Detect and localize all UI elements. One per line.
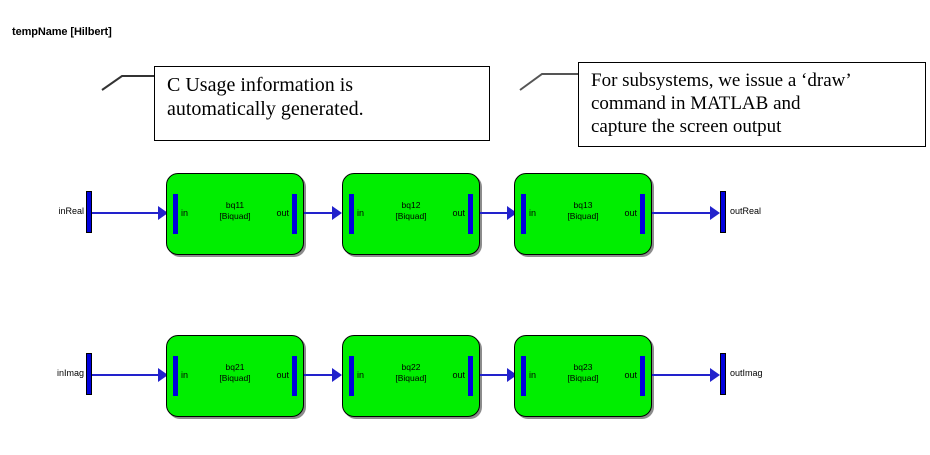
annotation-line: C Usage information is <box>167 74 354 96</box>
block-outport-label: out <box>276 208 289 218</box>
wire-arrowhead-icon <box>332 206 342 220</box>
output-port-label-outreal: outReal <box>730 206 762 216</box>
block-bq13[interactable]: in out bq13 [Biquad] <box>514 173 652 255</box>
input-port-inimag[interactable] <box>86 353 92 395</box>
block-label: bq22 [Biquad] <box>343 362 479 383</box>
block-outport-label: out <box>452 370 465 380</box>
block-outport-bar <box>640 194 645 234</box>
input-port-label-inreal: inReal <box>58 206 84 216</box>
block-inport-bar <box>521 194 526 234</box>
block-type: [Biquad] <box>395 372 427 383</box>
block-inport-bar <box>173 356 178 396</box>
block-inport-bar <box>349 194 354 234</box>
block-outport-bar <box>292 194 297 234</box>
block-inport-label: in <box>529 370 537 380</box>
annotation-line: command in MATLAB and <box>591 93 801 115</box>
block-inport-label: in <box>357 208 365 218</box>
signal-chain-imag: inImag in out bq21 [Biquad] in out bq22 … <box>0 330 930 440</box>
block-type: [Biquad] <box>395 210 427 221</box>
block-label: bq23 [Biquad] <box>515 362 651 383</box>
wire-segment <box>304 374 336 376</box>
block-inport-bar <box>521 356 526 396</box>
block-bq22[interactable]: in out bq22 [Biquad] <box>342 335 480 417</box>
wire-arrowhead-icon <box>332 368 342 382</box>
block-name: bq12 <box>401 200 421 210</box>
wire-arrowhead-icon <box>507 368 517 382</box>
page-title: tempName [Hilbert] <box>12 26 112 38</box>
block-name: bq22 <box>401 362 421 372</box>
block-inport-label: in <box>357 370 365 380</box>
leader-line-c-usage <box>101 75 154 91</box>
block-label: bq13 [Biquad] <box>515 200 651 221</box>
annotation-subsystems: For subsystems, we issue a ‘draw’ comman… <box>578 62 926 147</box>
wire-segment <box>92 374 164 376</box>
wire-segment <box>652 374 716 376</box>
signal-chain-real: inReal in out bq11 [Biquad] in out bq12 … <box>0 168 930 278</box>
input-port-label-inimag: inImag <box>56 368 84 378</box>
output-port-outreal[interactable] <box>720 191 726 233</box>
block-inport-bar <box>173 194 178 234</box>
block-bq12[interactable]: in out bq12 [Biquad] <box>342 173 480 255</box>
wire-segment <box>304 212 336 214</box>
wire-arrowhead-icon <box>507 206 517 220</box>
wire-segment <box>652 212 716 214</box>
block-name: bq13 <box>573 200 593 210</box>
block-bq11[interactable]: in out bq11 [Biquad] <box>166 173 304 255</box>
block-type: [Biquad] <box>219 372 251 383</box>
block-type: [Biquad] <box>567 210 599 221</box>
output-port-label-outimag: outImag <box>730 368 763 378</box>
block-type: [Biquad] <box>567 372 599 383</box>
annotation-line: automatically generated. <box>167 98 364 121</box>
block-label: bq21 [Biquad] <box>167 362 303 383</box>
block-inport-label: in <box>529 208 537 218</box>
block-type: [Biquad] <box>219 210 251 221</box>
input-port-inreal[interactable] <box>86 191 92 233</box>
wire-arrowhead-icon <box>158 206 168 220</box>
block-outport-bar <box>640 356 645 396</box>
wire-arrowhead-icon <box>710 368 720 382</box>
block-outport-bar <box>292 356 297 396</box>
block-inport-label: in <box>181 370 189 380</box>
block-name: bq21 <box>225 362 245 372</box>
block-bq21[interactable]: in out bq21 [Biquad] <box>166 335 304 417</box>
block-label: bq11 [Biquad] <box>167 200 303 221</box>
output-port-outimag[interactable] <box>720 353 726 395</box>
leader-line-subsystems <box>519 73 580 91</box>
annotation-line: capture the screen output <box>591 116 782 138</box>
block-bq23[interactable]: in out bq23 [Biquad] <box>514 335 652 417</box>
block-inport-bar <box>349 356 354 396</box>
wire-segment <box>480 212 512 214</box>
wire-arrowhead-icon <box>710 206 720 220</box>
annotation-c-usage: C Usage information is automatically gen… <box>154 66 490 141</box>
wire-arrowhead-icon <box>158 368 168 382</box>
annotation-line: For subsystems, we issue a ‘draw’ <box>591 70 852 91</box>
block-outport-label: out <box>276 370 289 380</box>
block-outport-label: out <box>624 370 637 380</box>
block-label: bq12 [Biquad] <box>343 200 479 221</box>
block-outport-bar <box>468 194 473 234</box>
block-outport-bar <box>468 356 473 396</box>
block-name: bq11 <box>225 200 245 210</box>
block-inport-label: in <box>181 208 189 218</box>
wire-segment <box>480 374 512 376</box>
block-outport-label: out <box>624 208 637 218</box>
block-name: bq23 <box>573 362 593 372</box>
block-outport-label: out <box>452 208 465 218</box>
wire-segment <box>92 212 164 214</box>
